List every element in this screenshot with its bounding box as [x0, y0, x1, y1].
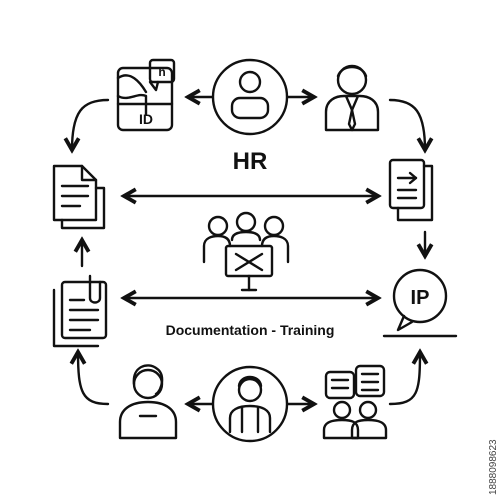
documents-stack-icon — [54, 166, 104, 228]
team-chat-icon — [324, 366, 386, 438]
ip-label: IP — [411, 287, 430, 309]
stock-image-id: 1888098623 — [488, 439, 499, 495]
worker-profile-icon — [213, 367, 287, 441]
id-card-tag: h — [158, 65, 165, 79]
arrow-employee-to-transfer — [390, 100, 425, 150]
id-card-icon — [118, 60, 174, 130]
transfer-documents-icon — [390, 160, 432, 220]
diagram-title: HR — [232, 148, 268, 175]
employee-suit-icon — [326, 66, 378, 130]
diagram-subtitle: Documentation - Training — [165, 322, 335, 338]
id-card-label: ID — [139, 111, 153, 127]
arrow-team-to-ip — [390, 352, 420, 404]
arrow-female-to-clip — [78, 352, 108, 404]
arrow-idcard-to-documents — [72, 100, 108, 150]
female-staff-icon — [120, 365, 176, 438]
clipped-document-icon — [54, 276, 106, 346]
meeting-presentation-icon — [204, 213, 288, 290]
ip-badge-icon — [384, 270, 456, 336]
candidate-profile-icon — [213, 60, 287, 134]
